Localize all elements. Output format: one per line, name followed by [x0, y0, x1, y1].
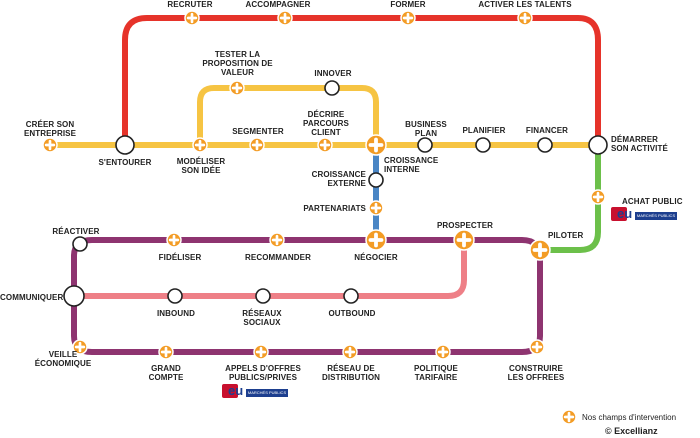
label-creer: CRÉER SON ENTREPRISE: [23, 120, 77, 139]
station-former-cross: [402, 12, 414, 24]
label-demarrer: DÉMARRER SON ACTIVITÉ: [611, 135, 668, 154]
station-business-plan: [417, 137, 433, 153]
badge-bar-text: MARCHÉS PUBLICS: [635, 212, 677, 220]
station-recommander-cross: [271, 234, 283, 246]
station-croissance-externe: [368, 172, 384, 188]
label-croissance-interne: CROISSANCE INTERNE: [384, 156, 439, 175]
label-planifier: PLANIFIER: [462, 126, 506, 135]
label-decrire: DÉCRIRE PARCOURS CLIENT: [303, 110, 349, 138]
seal-icon: [222, 384, 238, 398]
red-line: [122, 15, 601, 148]
legend-icon-cross: [563, 411, 575, 423]
station-grand-compte-cross: [160, 346, 172, 358]
label-reseaux-sociaux: RÉSEAUX SOCIAUX: [242, 309, 282, 328]
station-planifier: [475, 137, 491, 153]
station-communiquer: [63, 285, 85, 307]
station-fideliser-cross: [168, 234, 180, 246]
label-construire-offres: CONSTRUIRE LES OFFREES: [507, 364, 565, 383]
station-reseaux-sociaux: [255, 288, 271, 304]
station-veille-cross: [74, 341, 86, 353]
station-sentourer: [115, 135, 135, 155]
label-reseau-distribution: RÉSEAU DE DISTRIBUTION: [321, 364, 381, 383]
label-negocier: NÉGOCIER: [354, 253, 398, 262]
label-accompagner: ACCOMPAGNER: [245, 0, 311, 9]
label-business-plan: BUSINESS PLAN: [405, 120, 447, 139]
label-recommander: RECOMMANDER: [245, 253, 311, 262]
label-appels-offres: APPELS D'OFFRES PUBLICS/PRIVES: [225, 364, 301, 383]
station-modeliser-cross: [194, 139, 206, 151]
label-veille: VEILLE ÉCONOMIQUE: [34, 350, 92, 369]
seal-icon: [611, 207, 627, 221]
yellow-loop-line: [197, 85, 379, 148]
badge-eu-text: eu: [228, 383, 244, 398]
label-reactiver: RÉACTIVER: [52, 227, 100, 236]
station-decrire-cross: [319, 139, 331, 151]
station-creer-cross: [44, 139, 56, 151]
label-piloter: PILOTER: [548, 231, 584, 240]
station-tester-cross: [231, 82, 243, 94]
label-innover: INNOVER: [314, 69, 352, 78]
label-sentourer: S'ENTOURER: [98, 158, 152, 167]
station-politique-tarifaire-cross: [437, 346, 449, 358]
label-recruter: RECRUTER: [167, 0, 213, 9]
label-inbound: INBOUND: [156, 309, 196, 318]
label-tester: TESTER LA PROPOSITION DE VALEUR: [202, 50, 273, 78]
label-outbound: OUTBOUND: [328, 309, 376, 318]
station-outbound: [343, 288, 359, 304]
label-prospecter: PROSPECTER: [436, 221, 494, 230]
station-activer-talents-cross: [519, 12, 531, 24]
label-politique-tarifaire: POLITIQUE TARIFAIRE: [413, 364, 458, 383]
station-inbound: [167, 288, 183, 304]
pink-line: [71, 237, 467, 299]
station-achat-public-cross: [592, 191, 604, 203]
station-segmenter-cross: [251, 139, 263, 151]
badge-eu-text: eu: [617, 206, 633, 221]
station-negocier-cross: [368, 232, 384, 248]
label-croissance-externe: CROISSANCE EXTERNE: [311, 170, 366, 189]
label-segmenter: SEGMENTER: [232, 127, 284, 136]
label-fideliser: FIDÉLISER: [158, 253, 202, 262]
legend-label: Nos champs d'intervention: [582, 413, 677, 422]
label-partenariats: PARTENARIATS: [303, 204, 366, 213]
brand-copyright: © Excellianz: [605, 426, 658, 436]
badge-bar-text: MARCHÉS PUBLICS: [246, 389, 288, 397]
station-prospecter-cross: [456, 232, 472, 248]
marches-publics-badge-2: eu MARCHÉS PUBLICS: [222, 384, 290, 402]
station-appels-offres-cross: [255, 346, 267, 358]
label-activer-talents: ACTIVER LES TALENTS: [478, 0, 572, 9]
marches-publics-badge: eu MARCHÉS PUBLICS: [611, 207, 679, 225]
station-piloter-cross: [532, 242, 548, 258]
label-financer: FINANCER: [525, 126, 569, 135]
station-reseau-distribution-cross: [344, 346, 356, 358]
station-recruter-cross: [186, 12, 198, 24]
label-achat-public: ACHAT PUBLIC: [622, 197, 683, 206]
station-financer: [537, 137, 553, 153]
station-partenariats-cross: [370, 202, 382, 214]
label-modeliser: MODÉLISER SON IDÉE: [176, 157, 226, 176]
label-grand-compte: GRAND COMPTE: [148, 364, 184, 383]
station-construire-offres-cross: [531, 341, 543, 353]
green-line: [537, 142, 601, 253]
station-innover: [324, 80, 340, 96]
station-reactiver: [72, 236, 88, 252]
station-accompagner-cross: [279, 12, 291, 24]
station-croissance-interne-cross: [368, 137, 384, 153]
label-former: FORMER: [390, 0, 426, 9]
label-communiquer: COMMUNIQUER: [0, 293, 64, 302]
station-demarrer: [588, 135, 608, 155]
